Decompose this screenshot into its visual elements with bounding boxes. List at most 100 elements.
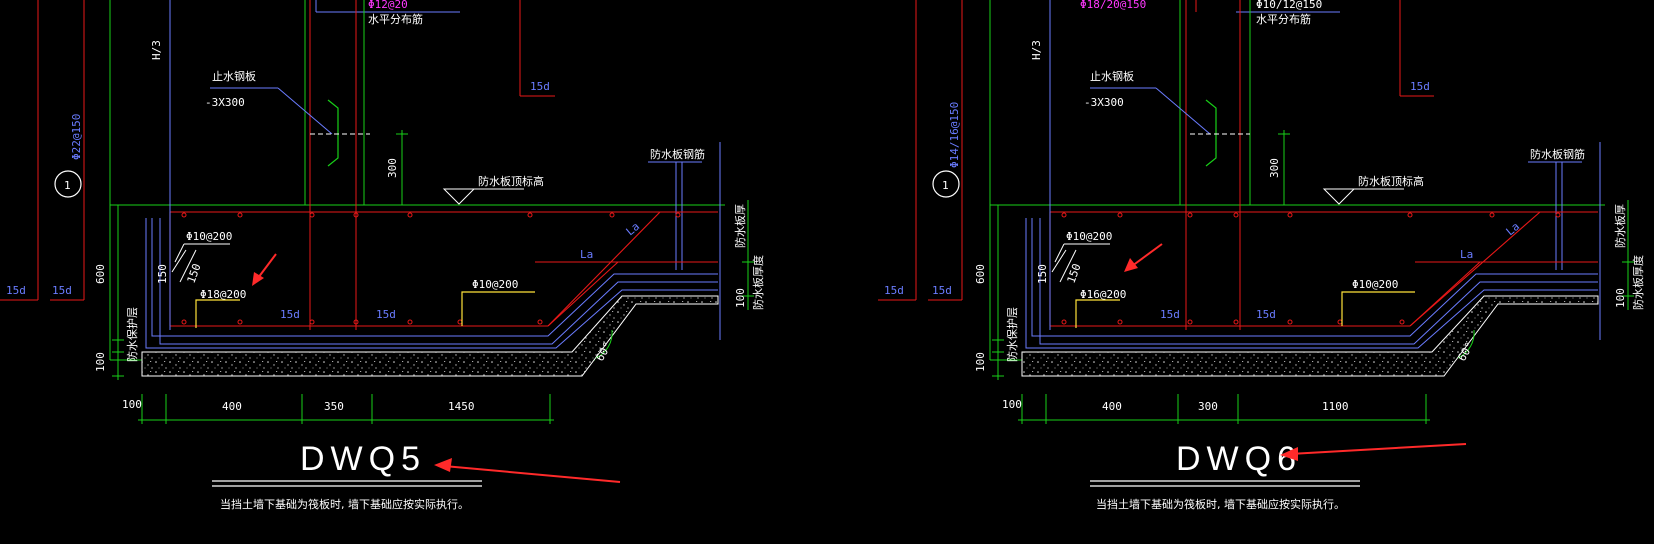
waterstop-leader — [1090, 87, 1211, 135]
side-a: 防水板厚 — [1613, 204, 1627, 248]
top-horizontal-dist: 水平分布筋 — [1256, 12, 1311, 26]
dim-100-v: 100 — [974, 352, 987, 372]
left-vertical-dims — [112, 205, 124, 380]
top-left-rebar: Φ10/12@150 — [1256, 0, 1322, 11]
la-a: La — [580, 248, 593, 261]
red-arrow-right-rebar — [1124, 243, 1163, 272]
detail-dwq6: 15d 15d 1 Φ14/16@150 H/3 Φ1 — [878, 0, 1645, 511]
right-side-dims — [742, 200, 754, 310]
wall-rebar-label: Φ22@150 — [70, 114, 83, 160]
angle-arc — [1457, 329, 1475, 359]
waterstop-size: -3X300 — [205, 96, 245, 109]
angle-arc — [595, 329, 613, 359]
wall-red-vertical — [1185, 0, 1434, 330]
bottom-dims — [1018, 394, 1430, 424]
dim-1100: 1100 — [1322, 400, 1349, 413]
note-dwq5: 当挡土墙下基础为筏板时, 墙下基础应按实际执行。 — [220, 497, 469, 511]
d15-c: 15d — [1160, 308, 1180, 321]
waterstop-size: -3X300 — [1084, 96, 1124, 109]
slab-top-mark: 防水板顶标高 — [478, 174, 544, 188]
protect-b: 防水板厚度 — [1631, 255, 1645, 310]
rebar-a: Φ10@200 — [186, 230, 232, 243]
dim-100-side: 100 — [1614, 288, 1627, 308]
bottom-dims — [138, 394, 554, 424]
slab-rebar-outline — [169, 211, 718, 327]
dim-300-lines — [396, 130, 408, 205]
wall-green-inner — [1179, 0, 1251, 205]
rebar-b: Φ18@200 — [200, 288, 246, 301]
waterstop-plate — [327, 99, 339, 167]
drawing-title-dwq5: DWQ5 — [300, 440, 426, 478]
dim-150b: 150 — [185, 262, 204, 285]
dim-150a: 150 — [1036, 264, 1049, 284]
rebar-dots — [181, 212, 681, 325]
la-a: La — [1460, 248, 1473, 261]
wall-green-inner — [304, 0, 365, 205]
concrete-bedding — [1021, 295, 1599, 377]
waterproof-rebar-label: 防水板钢筋 — [650, 147, 705, 161]
yellow-rebar-hooks — [195, 291, 535, 328]
dim-300-lines — [1278, 130, 1290, 205]
note-dwq6: 当挡土墙下基础为筏板时, 墙下基础应按实际执行。 — [1096, 497, 1345, 511]
section-circle-number: 1 — [942, 179, 949, 192]
slab-rebar-outline — [1049, 211, 1598, 327]
wall-red-vertical — [309, 0, 555, 330]
slab-top-mark: 防水板顶标高 — [1358, 174, 1424, 188]
detail-dwq5: 15d 15d 1 Φ22@150 H/3 — [0, 0, 765, 511]
dim-300: 300 — [1268, 158, 1281, 178]
rebar-b: Φ16@200 — [1080, 288, 1126, 301]
dim-100-h: 100 — [122, 398, 142, 411]
right-edge-lines — [878, 0, 963, 301]
d15-d: 15d — [1256, 308, 1276, 321]
waterstop-title: 止水钢板 — [212, 69, 256, 83]
dim-1450: 1450 — [448, 400, 475, 413]
dim-100-v: 100 — [94, 352, 107, 372]
top-horizontal-dist: 水平分布筋 — [368, 12, 423, 26]
h3-label: H/3 — [1030, 40, 1043, 60]
red-arrow-left-rebar — [252, 253, 277, 286]
protect-b: 防水板厚度 — [751, 255, 765, 310]
title-underline — [1090, 480, 1360, 487]
dim-400: 400 — [1102, 400, 1122, 413]
waterproof-layers — [1025, 205, 1598, 349]
section-circle-number: 1 — [64, 179, 71, 192]
waterstop-title: 止水钢板 — [1090, 69, 1134, 83]
left-15d-1: 15d — [6, 284, 26, 297]
dim-300h: 300 — [1198, 400, 1218, 413]
d15-c: 15d — [280, 308, 300, 321]
protect-a: 防水保护层 — [1005, 307, 1019, 362]
section-circle — [932, 170, 960, 198]
top-15d: 15d — [530, 80, 550, 93]
side-a: 防水板厚 — [733, 204, 747, 248]
left-edge-lines — [0, 0, 85, 301]
dim-600: 600 — [94, 264, 107, 284]
title-underline — [212, 480, 482, 487]
d15-d: 15d — [376, 308, 396, 321]
leader-lines — [171, 243, 230, 283]
left-vertical-dims — [992, 205, 1004, 380]
rebar-a: Φ10@200 — [1066, 230, 1112, 243]
dim-150a: 150 — [156, 264, 169, 284]
wall-rebar-label: Φ14/16@150 — [948, 102, 961, 168]
drawing-title-dwq6: DWQ6 — [1176, 440, 1302, 478]
right-15d-1: 15d — [884, 284, 904, 297]
rebar-c: Φ10@200 — [472, 278, 518, 291]
rebar-dots — [1061, 212, 1561, 325]
right-15d-2: 15d — [932, 284, 952, 297]
dim-100-side: 100 — [734, 288, 747, 308]
red-arrow-right-title — [1280, 443, 1467, 461]
waterproof-layers — [145, 205, 718, 349]
leader-lines — [1051, 243, 1110, 283]
waterstop-plate — [1205, 99, 1217, 167]
left-15d-2: 15d — [52, 284, 72, 297]
yellow-rebar-hooks — [1075, 291, 1415, 328]
dim-300: 300 — [386, 158, 399, 178]
dim-150b: 150 — [1065, 262, 1084, 285]
top-magenta-rebar: Φ18/20@150 — [1080, 0, 1146, 11]
dim-600: 600 — [974, 264, 987, 284]
top-magenta-rebar: Φ12@20 — [368, 0, 408, 11]
rebar-c: Φ10@200 — [1352, 278, 1398, 291]
concrete-bedding — [141, 295, 719, 377]
